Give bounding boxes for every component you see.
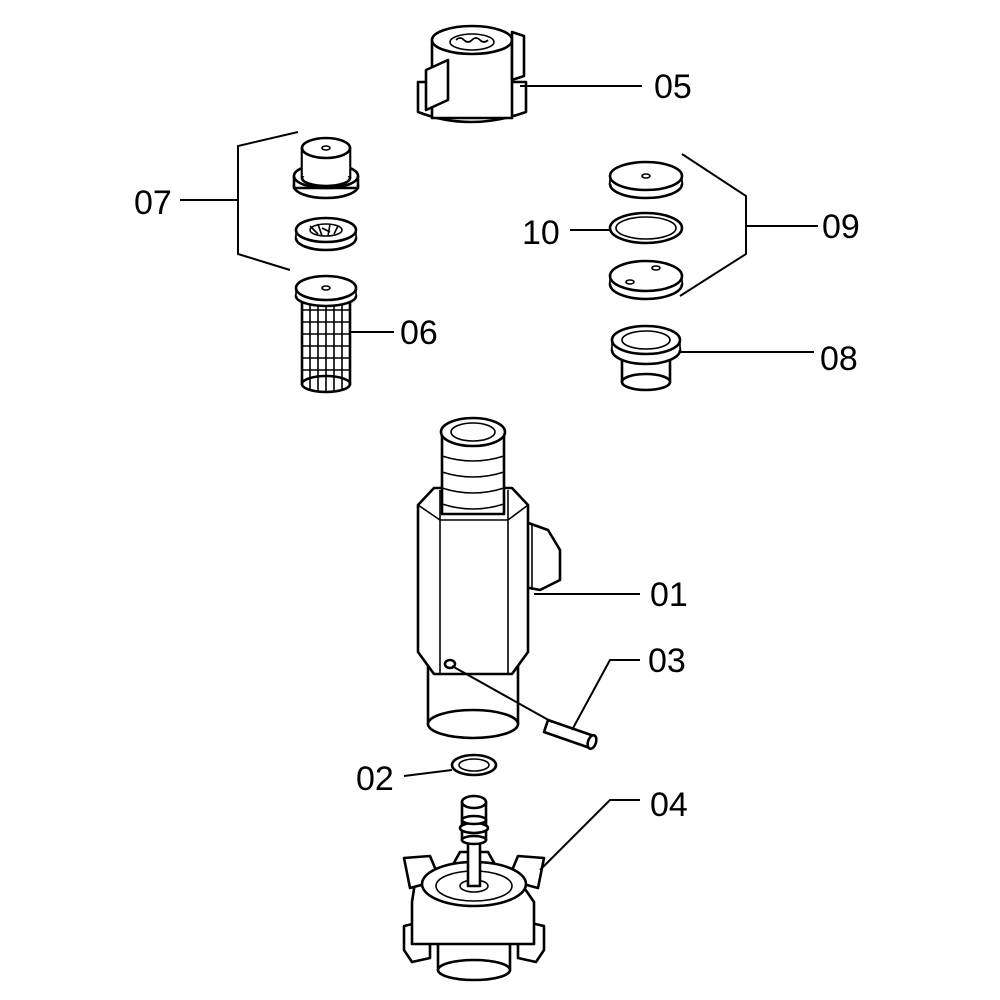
leader-02 xyxy=(403,769,453,777)
leader-04 xyxy=(539,799,640,871)
callout-labels: 05 07 10 09 06 08 01 03 02 04 xyxy=(134,68,860,824)
part-01-main-body xyxy=(416,416,562,740)
callout-04: 04 xyxy=(650,786,688,824)
part-02-oring xyxy=(450,753,498,777)
leader-lines xyxy=(180,85,818,871)
bracket-09 xyxy=(679,153,747,297)
part-07-nozzle-cap xyxy=(292,136,360,200)
callout-10: 10 xyxy=(522,214,560,252)
part-10-oring xyxy=(608,211,684,245)
callout-07: 07 xyxy=(134,184,172,222)
callout-06: 06 xyxy=(400,314,438,352)
leader-03 xyxy=(571,659,640,731)
callout-08: 08 xyxy=(820,340,858,378)
part-09-bottom-disc xyxy=(608,259,684,301)
leader-03-pin xyxy=(451,665,553,723)
part-05-threaded-cap xyxy=(416,24,528,124)
part-07-strainer-disc xyxy=(294,216,358,252)
part-09-top-disc xyxy=(608,160,684,200)
callout-03: 03 xyxy=(648,642,686,680)
callout-05: 05 xyxy=(654,68,692,106)
part-08-bushing xyxy=(610,324,682,392)
bracket-07 xyxy=(237,131,299,271)
callout-01: 01 xyxy=(650,576,688,614)
part-04-wing-nut-stem xyxy=(402,794,546,982)
part-06-mesh-strainer xyxy=(294,274,358,394)
part-03-pin xyxy=(542,718,598,751)
callout-09: 09 xyxy=(822,208,860,246)
callout-02: 02 xyxy=(356,760,394,798)
